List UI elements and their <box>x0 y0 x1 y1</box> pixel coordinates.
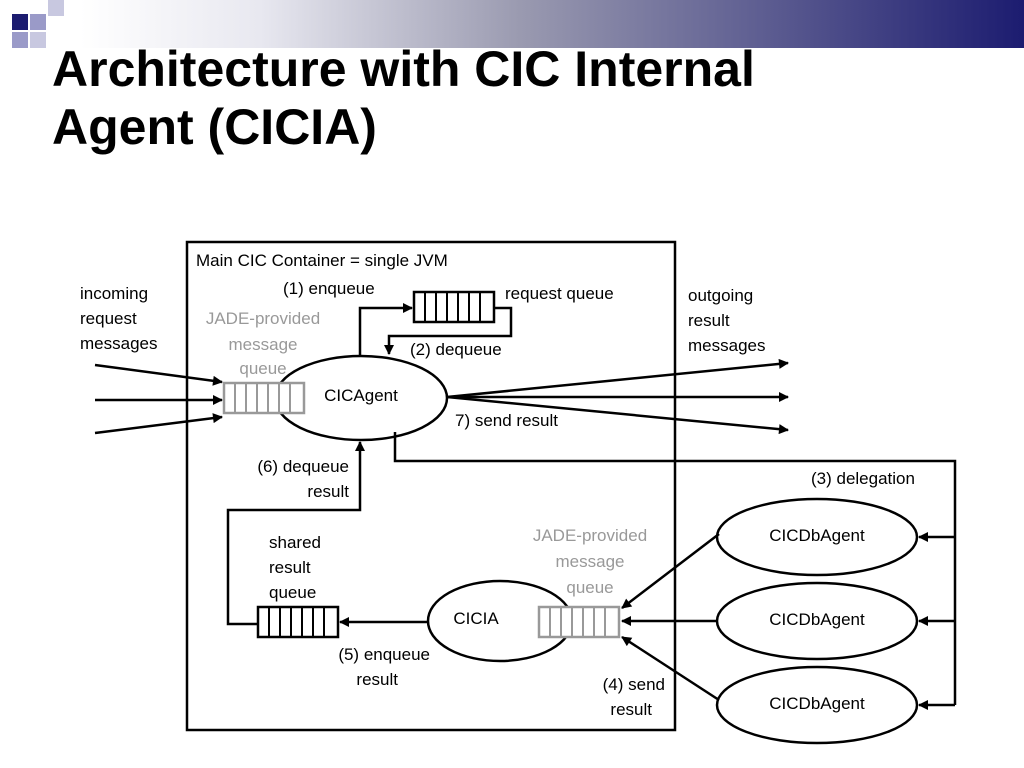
incoming-label-1: incoming <box>80 284 148 303</box>
decorative-square <box>12 32 28 48</box>
step1-label: (1) enqueue <box>283 279 375 298</box>
cicdbagent-label-2: CICDbAgent <box>769 610 865 629</box>
container-label: Main CIC Container = single JVM <box>196 251 448 270</box>
shared-queue-label-1: shared <box>269 533 321 552</box>
step2-label: (2) dequeue <box>410 340 502 359</box>
jade-queue-top-label-1: JADE-provided <box>206 309 320 328</box>
title-gradient-bar <box>0 0 1024 48</box>
outgoing-label-2: result <box>688 311 730 330</box>
jade-queue-bottom-label-3: queue <box>566 578 613 597</box>
cicdbagent-label-1: CICDbAgent <box>769 526 865 545</box>
decorative-square <box>30 32 46 48</box>
slide-title-line-1: Architecture with CIC Internal <box>52 41 755 97</box>
outgoing-label-3: messages <box>688 336 765 355</box>
step3-label: (3) delegation <box>811 469 915 488</box>
jade-queue-top-label-2: message <box>229 335 298 354</box>
step6-label-1: (6) dequeue <box>257 457 349 476</box>
jade-message-queue-bottom <box>537 605 621 639</box>
jade-queue-bottom-label-1: JADE-provided <box>533 526 647 545</box>
slide-title: Architecture with CIC Internal Agent (CI… <box>52 40 952 156</box>
shared-queue-label-3: queue <box>269 583 316 602</box>
step5-label-2: result <box>356 670 398 689</box>
slide-title-line-2: Agent (CICIA) <box>52 99 377 155</box>
cicdbagent-label-3: CICDbAgent <box>769 694 865 713</box>
shared-queue-label-2: result <box>269 558 311 577</box>
step4-label-1: (4) send <box>603 675 665 694</box>
decorative-square <box>30 14 46 30</box>
outgoing-arrow-1 <box>446 358 789 399</box>
decorative-square <box>12 14 28 30</box>
jade-queue-bottom-label-2: message <box>556 552 625 571</box>
request-queue <box>412 290 496 324</box>
enqueue-arrow <box>358 303 413 356</box>
incoming-arrow-3 <box>94 413 223 435</box>
delegation-line <box>393 432 957 705</box>
incoming-arrow-1 <box>94 363 223 386</box>
decorative-square <box>48 0 64 16</box>
jade-queue-top-label-3: queue <box>239 359 286 378</box>
jade-message-queue-top <box>222 381 306 415</box>
outgoing-arrow-3 <box>446 395 789 435</box>
step7-label: 7) send result <box>455 411 558 430</box>
main-container-box <box>185 240 677 732</box>
incoming-label-3: messages <box>80 334 157 353</box>
cicagent-label: CICAgent <box>324 386 398 405</box>
request-queue-label: request queue <box>505 284 614 303</box>
send-result-arrow-3 <box>621 635 720 702</box>
step6-label-2: result <box>307 482 349 501</box>
dequeue-result-arrow <box>226 441 365 626</box>
step4-label-2: result <box>610 700 652 719</box>
step5-label-1: (5) enqueue <box>338 645 430 664</box>
outgoing-label-1: outgoing <box>688 286 753 305</box>
dequeue-arrow <box>384 306 513 355</box>
incoming-label-2: request <box>80 309 137 328</box>
cicia-label: CICIA <box>453 609 499 628</box>
cicdbagent-node-3 <box>715 665 919 745</box>
send-result-arrow-1 <box>621 533 720 609</box>
shared-result-queue <box>256 605 340 639</box>
